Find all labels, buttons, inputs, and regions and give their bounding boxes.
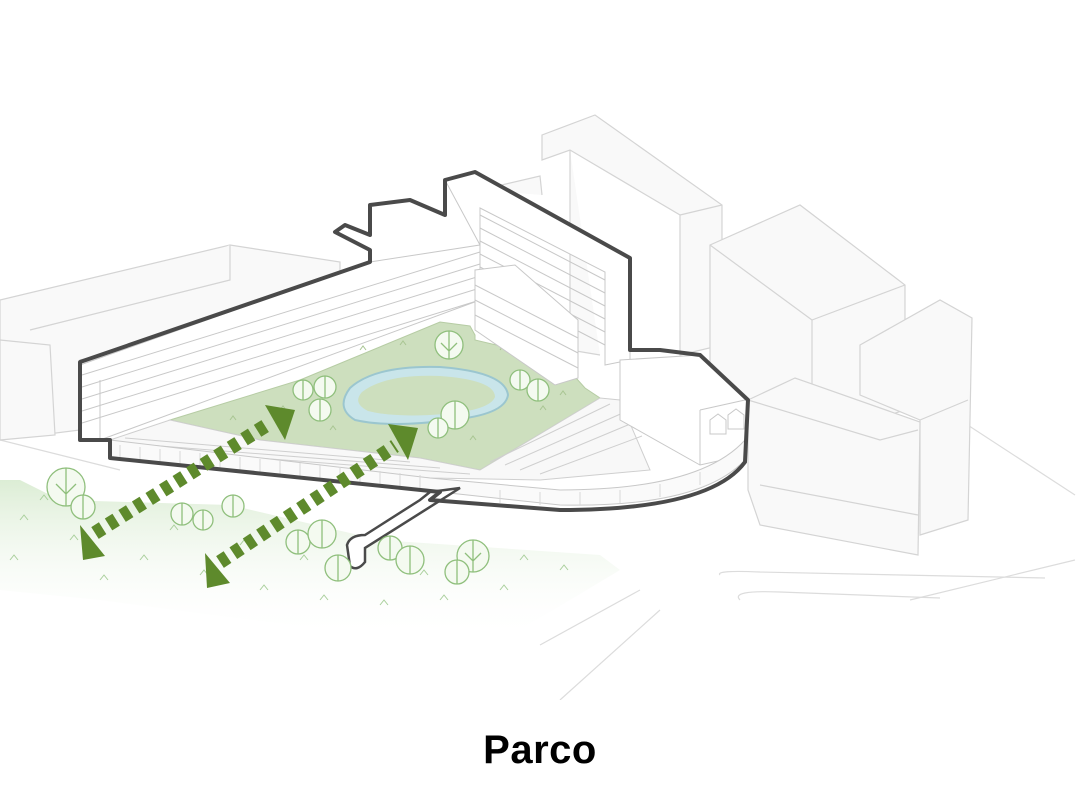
tree-icon <box>308 398 332 422</box>
tree-icon <box>526 378 550 402</box>
arrow-icon <box>205 424 418 588</box>
tree-icon <box>221 494 245 518</box>
tree-icon <box>427 417 449 439</box>
tree-icon <box>292 379 314 401</box>
tree-icon <box>70 494 96 520</box>
tree-icon <box>324 554 352 582</box>
context-buildings <box>0 114 973 556</box>
main-building <box>79 171 749 506</box>
diagram-caption: Parco <box>483 728 597 772</box>
tree-icon <box>170 502 194 526</box>
tree-icon <box>395 545 425 575</box>
tree-icon <box>444 559 470 585</box>
tree-icon <box>307 519 337 549</box>
park-ground <box>0 480 620 640</box>
tree-icon <box>434 330 464 360</box>
tree-icon <box>313 375 337 399</box>
axonometric-diagram <box>0 114 1076 700</box>
project-outline <box>78 170 750 512</box>
trees <box>46 330 550 585</box>
tree-icon <box>46 467 86 507</box>
tree-icon <box>192 509 214 531</box>
tree-icon <box>440 400 470 430</box>
tree-icon <box>377 535 403 561</box>
tree-icon <box>509 369 531 391</box>
tree-icon <box>285 529 311 555</box>
arrow-icon <box>80 405 295 560</box>
context-streets <box>0 419 1076 700</box>
